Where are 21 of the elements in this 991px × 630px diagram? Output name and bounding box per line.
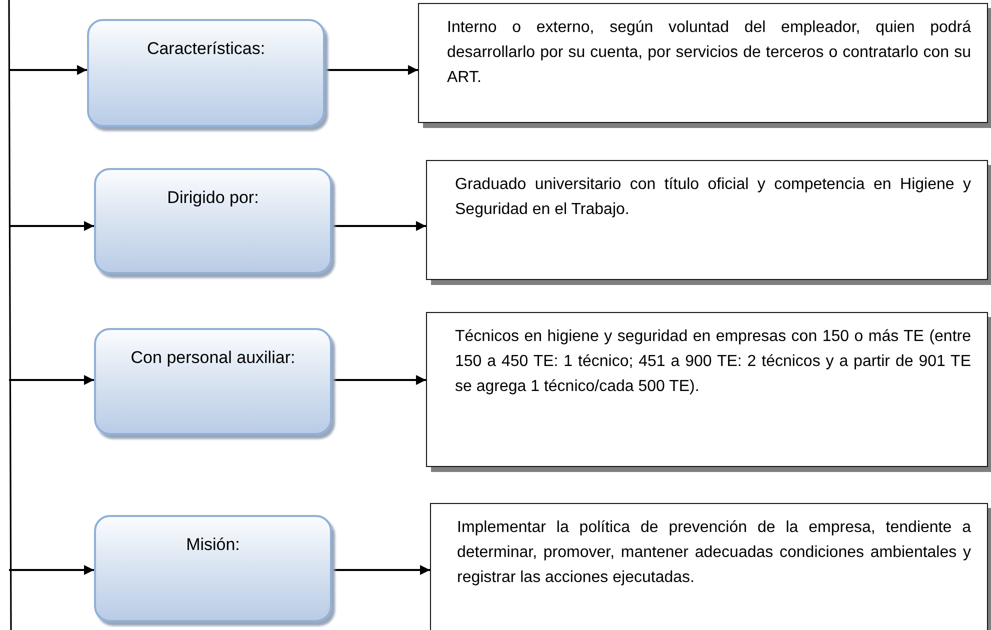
- box-label: Dirigido por:: [167, 188, 259, 209]
- rounded-box: [87, 19, 325, 127]
- rounded-box: [94, 168, 332, 274]
- arrow: [332, 375, 426, 385]
- description-text: Técnicos en higiene y seguridad en empresas con 150 o más TE (entre 150 a 450 TE: 1 técnico; 451 a 900 TE: 2 técnicos y a partir de 901 TE se agrega 1 técnico/cada 500 TE).: [455, 327, 971, 397]
- arrow: [9, 221, 94, 231]
- arrow: [332, 221, 426, 231]
- rounded-box: [94, 515, 332, 622]
- box-label: Misión:: [186, 535, 240, 556]
- arrow: [9, 565, 94, 575]
- arrow: [9, 65, 87, 75]
- arrow: [325, 65, 418, 75]
- rounded-box: [94, 328, 332, 435]
- text-box: [430, 503, 988, 630]
- arrow: [9, 375, 94, 385]
- description-text: Interno o externo, según voluntad del empleador, quien podrá desarrollarlo por su cuenta, por servicios de terceros o contratarlo con su ART.: [447, 18, 971, 88]
- description-text: Implementar la política de prevención de la empresa, tendiente a determinar, promover, mantener adecuadas condiciones ambientales y registrar las acciones ejecutadas.: [457, 518, 971, 588]
- box-label: Con personal auxiliar:: [130, 348, 296, 369]
- arrow: [332, 565, 430, 575]
- box-label: Características:: [146, 39, 266, 60]
- description-text: Graduado universitario con título oficial y competencia en Higiene y Seguridad en el Trabajo.: [455, 175, 971, 220]
